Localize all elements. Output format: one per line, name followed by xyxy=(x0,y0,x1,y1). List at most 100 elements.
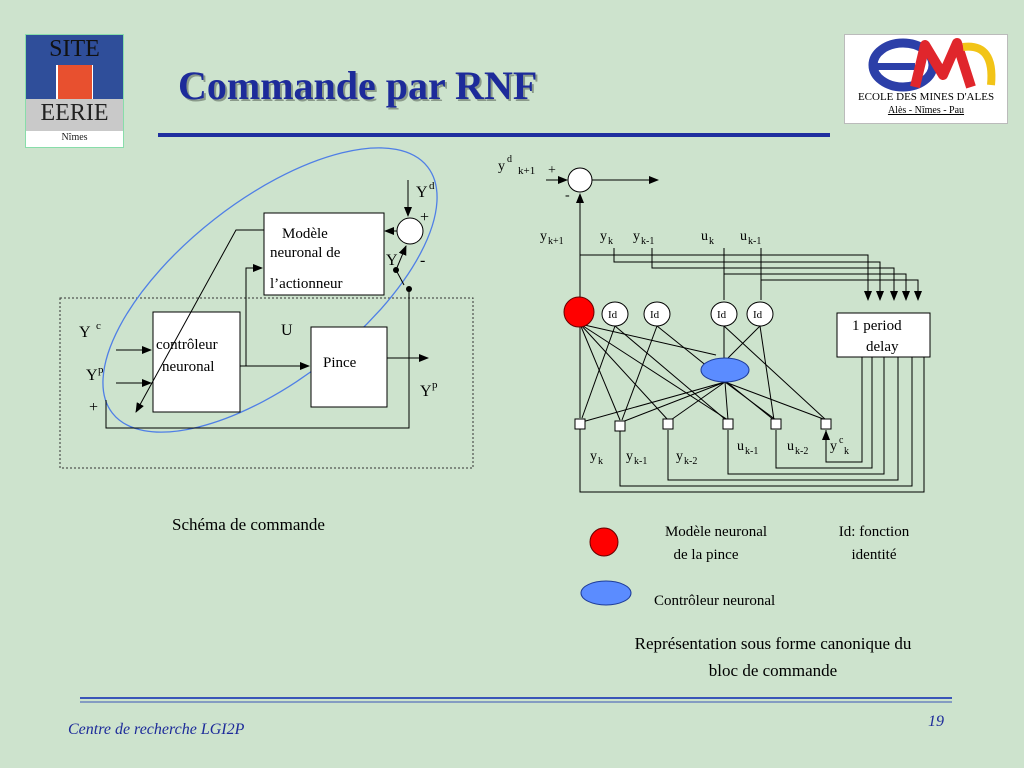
tap-line-1 xyxy=(580,254,872,301)
legend-model-marker xyxy=(589,527,619,557)
bottom-sub-yck: k xyxy=(844,446,849,457)
bottom-sub-yk-1: k-1 xyxy=(634,456,647,467)
model-line-3: l’actionneur xyxy=(270,276,342,292)
model-neuron-node xyxy=(563,296,595,328)
sig-sub-uk: k xyxy=(709,236,714,247)
sig-label-uk: u xyxy=(701,229,708,244)
logo-eerie-text: EERIE xyxy=(40,100,109,126)
logo-grey-band xyxy=(26,99,123,131)
yd-k1-label: y xyxy=(498,159,505,174)
sig-sub-yk1: k+1 xyxy=(548,236,564,247)
yp-in-label: Y xyxy=(86,367,98,384)
legend-controller-label: Contrôleur neuronal xyxy=(654,593,775,609)
bottom-sub-uk-1: k-1 xyxy=(745,446,758,457)
left-caption: Schéma de commande xyxy=(172,515,325,534)
bottom-label-uk-1: u xyxy=(737,439,744,454)
ema-logo-mark xyxy=(868,38,996,92)
yp-out-label: Y xyxy=(420,383,432,400)
tap-line-5 xyxy=(724,273,910,301)
sig-label-yk: y xyxy=(600,229,607,244)
legend-model-line-1: Modèle neuronal xyxy=(665,524,767,540)
sig-label-yk-1: y xyxy=(633,229,640,244)
input-square-1 xyxy=(574,418,586,430)
ema-cities: Alès - Nîmes - Pau xyxy=(887,105,965,116)
y-feedback-arrow xyxy=(395,245,407,271)
plus-top-label: + xyxy=(420,209,429,226)
id-label-2: Id xyxy=(650,309,660,321)
input-square-3 xyxy=(662,418,674,430)
id-node-2 xyxy=(643,301,671,327)
sig-sub-yk-1: k-1 xyxy=(641,236,654,247)
delay-out-2 xyxy=(619,357,913,487)
legend-model-line-2: de la pince xyxy=(674,547,739,563)
logo-block-blue xyxy=(26,65,56,99)
logo-block-red xyxy=(58,65,92,99)
switch-contact xyxy=(395,269,405,286)
delay-block xyxy=(836,312,931,358)
yd-k1-sup: d xyxy=(507,154,512,165)
yp-out-sup: p xyxy=(432,379,438,391)
id-node-1 xyxy=(601,301,629,327)
right-caption-line-2: bloc de commande xyxy=(709,661,837,680)
yc-label: Y xyxy=(79,324,91,341)
sig-label-uk-1: u xyxy=(740,229,747,244)
site-eerie-logo: SITE EERIE Nîmes xyxy=(25,34,124,148)
tap-line-2 xyxy=(613,248,884,301)
input-square-6 xyxy=(820,418,832,430)
controller-line-2: neuronal xyxy=(162,359,214,375)
delay-out-4 xyxy=(727,357,885,475)
bottom-label-yk-2: y xyxy=(676,449,683,464)
legend-id-line-2: identité xyxy=(852,547,897,563)
delay-out-3 xyxy=(667,357,899,481)
bottom-label-yk-1: y xyxy=(626,449,633,464)
tap-line-3 xyxy=(651,248,898,301)
controller-neuron-node xyxy=(700,357,750,383)
delay-out-1 xyxy=(579,357,925,493)
yd-k1-sub: k+1 xyxy=(518,165,535,177)
slide-title: Commande par RNF xyxy=(178,63,538,108)
bottom-label-yck: y xyxy=(830,439,837,454)
logo-nimes-text: Nîmes xyxy=(61,132,88,143)
ema-school-name: ECOLE DES MINES D'ALES xyxy=(857,91,995,103)
right-minus: - xyxy=(565,188,570,203)
plus-bottom-label: + xyxy=(89,399,98,416)
model-line-2: neuronal de xyxy=(270,245,341,261)
bottom-label-yk: y xyxy=(590,449,597,464)
id-node-3 xyxy=(710,301,738,327)
id-label-3: Id xyxy=(717,309,727,321)
right-caption-line-1: Représentation sous forme canonique du xyxy=(635,634,912,653)
bottom-sup-yck: c xyxy=(839,435,844,446)
network-connections xyxy=(579,323,827,423)
model-line-1: Modèle xyxy=(282,226,328,242)
id-label-4: Id xyxy=(753,309,763,321)
sig-sub-uk-1: k-1 xyxy=(748,236,761,247)
delay-line-2: delay xyxy=(866,339,899,355)
legend-id-line-1: Id: fonction xyxy=(839,524,910,540)
input-square-5 xyxy=(770,418,782,430)
input-square-2 xyxy=(614,420,626,432)
actuator-model-block xyxy=(263,212,385,296)
y-out-label: Y xyxy=(386,252,398,269)
u-label: U xyxy=(281,322,293,339)
controller-line-1: contrôleur xyxy=(156,337,218,353)
legend-controller-marker xyxy=(580,580,632,606)
sig-label-yk1: y xyxy=(540,229,547,244)
neural-controller-block xyxy=(152,311,241,413)
bottom-sub-yk: k xyxy=(598,456,603,467)
delay-out-5 xyxy=(775,357,873,469)
ema-logo: ECOLE DES MINES D'ALES Alès - Nîmes - Pa… xyxy=(844,34,1008,124)
title-underline xyxy=(158,133,830,137)
input-square-4 xyxy=(722,418,734,430)
id-node-4 xyxy=(746,301,774,327)
plant-label: Pince xyxy=(323,355,357,371)
plant-dotted-frame xyxy=(59,297,474,469)
learning-arrow xyxy=(135,229,264,413)
bottom-sub-yk-2: k-2 xyxy=(684,456,697,467)
bottom-sub-uk-2: k-2 xyxy=(795,446,808,457)
logo-block-blue-right xyxy=(93,65,123,99)
right-plus: + xyxy=(548,163,556,178)
footer-text: Centre de recherche LGI2P xyxy=(68,721,245,738)
tap-line-7 xyxy=(761,279,922,301)
bottom-label-uk-2: u xyxy=(787,439,794,454)
